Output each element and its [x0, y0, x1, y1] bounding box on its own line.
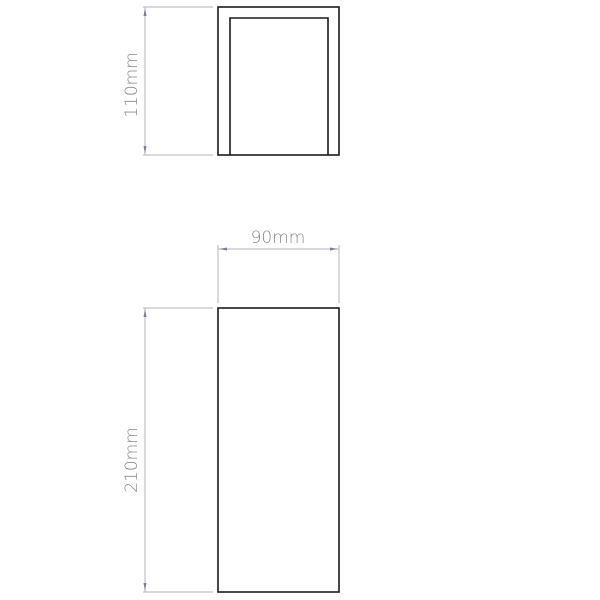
arrow-up-icon — [143, 309, 147, 317]
front-view: 90mm 210mm — [122, 228, 340, 593]
arrow-right-icon — [330, 247, 338, 251]
arrow-left-icon — [219, 247, 227, 251]
side-height-label: 110mm — [122, 52, 142, 118]
front-outline — [217, 307, 340, 593]
front-width-label: 90mm — [251, 228, 306, 248]
side-outer-outline — [217, 6, 340, 156]
front-height-label: 210mm — [122, 427, 142, 493]
side-inner-outline — [229, 17, 329, 155]
arrow-down-icon — [143, 146, 147, 154]
arrow-up-icon — [143, 8, 147, 16]
side-view: 110mm — [122, 6, 340, 156]
arrow-down-icon — [143, 583, 147, 591]
